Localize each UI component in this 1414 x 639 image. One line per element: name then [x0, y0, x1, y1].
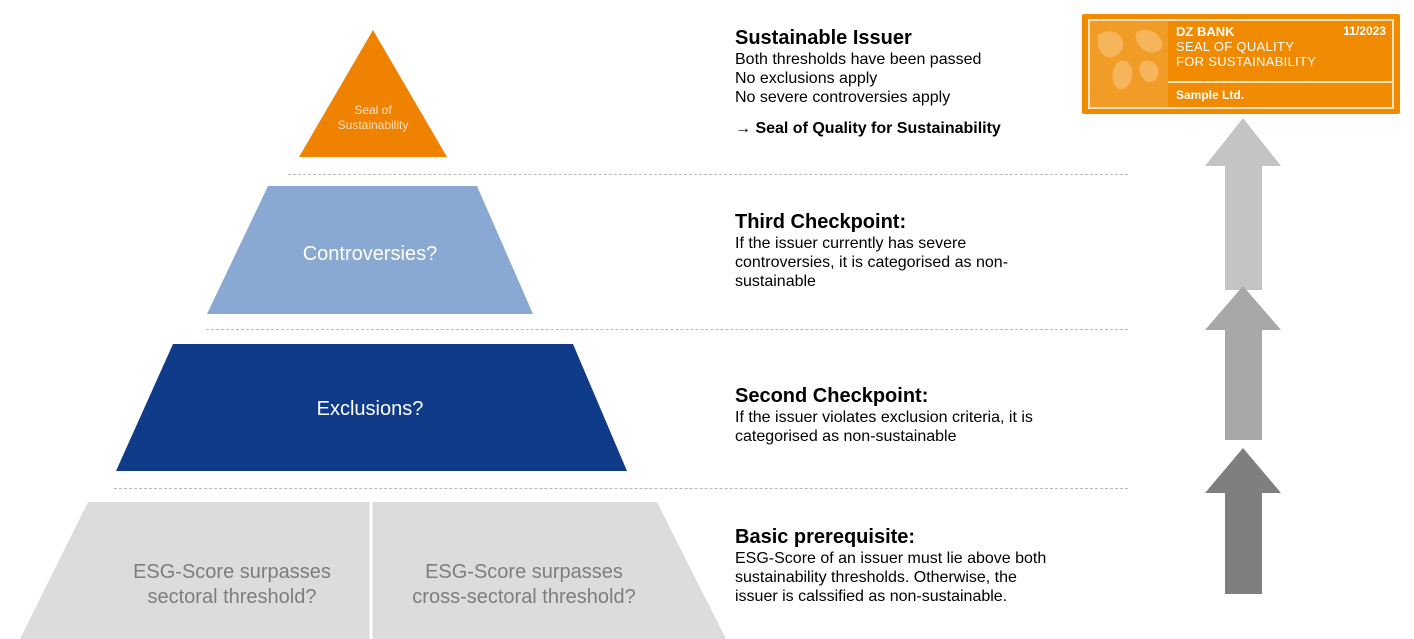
third-checkpoint-heading: Third Checkpoint: [735, 211, 907, 233]
sustainable-line-2: No exclusions apply [735, 70, 878, 87]
sustainable-issuer-heading: Sustainable Issuer [735, 27, 912, 49]
seal-badge: DZ BANK 11/2023 SEAL OF QUALITY FOR SUST… [1082, 14, 1400, 114]
third-line-2: controversies, it is categorised as non- [735, 254, 1009, 271]
seal-title-2: FOR SUSTAINABILITY [1176, 54, 1317, 69]
seal-separator [1168, 81, 1392, 83]
third-line-3: sustainable [735, 273, 816, 290]
basic-prerequisite-description: Basic prerequisite: ESG-Score of an issu… [735, 525, 1115, 606]
second-line-1: If the issuer violates exclusion criteri… [735, 409, 1033, 426]
third-checkpoint-description: Third Checkpoint: If the issuer currentl… [735, 210, 1095, 291]
seal-tier-label-line1: Seal of [354, 103, 392, 117]
seal-date: 11/2023 [1343, 24, 1386, 38]
divider-3 [114, 488, 1128, 489]
second-line-2: categorised as non-sustainable [735, 428, 957, 445]
arrow-bottom [1205, 448, 1281, 594]
seal-title-1: SEAL OF QUALITY [1176, 39, 1295, 54]
base-tier [20, 502, 726, 639]
second-checkpoint-heading: Second Checkpoint: [735, 385, 929, 407]
third-line-1: If the issuer currently has severe [735, 235, 967, 252]
seal-tier-label: Seal of Sustainability [318, 103, 428, 133]
basic-prerequisite-heading: Basic prerequisite: [735, 526, 916, 548]
sustainable-issuer-description: Sustainable Issuer Both thresholds have … [735, 26, 1095, 138]
basic-line-1: ESG-Score of an issuer must lie above bo… [735, 550, 1047, 567]
world-map-icon [1090, 21, 1168, 107]
exclusions-tier [116, 344, 627, 471]
second-checkpoint-description: Second Checkpoint: If the issuer violate… [735, 384, 1115, 446]
sustainable-line-1: Both thresholds have been passed [735, 51, 982, 68]
sustainable-result: → Seal of Quality for Sustainability [735, 120, 1001, 137]
base-left-line1: ESG-Score surpasses [133, 561, 331, 583]
sustainable-line-3: No severe controversies apply [735, 89, 951, 106]
controversies-tier-label: Controversies? [302, 243, 438, 265]
seal-frame: DZ BANK 11/2023 SEAL OF QUALITY FOR SUST… [1088, 19, 1394, 109]
exclusions-tier-label: Exclusions? [316, 398, 424, 420]
seal-bank: DZ BANK [1176, 24, 1235, 39]
base-left-line2: sectoral threshold? [147, 586, 317, 608]
basic-line-2: sustainability thresholds. Otherwise, th… [735, 569, 1017, 586]
base-right-line1: ESG-Score surpasses [425, 561, 623, 583]
seal-company: Sample Ltd. [1176, 88, 1245, 102]
divider-2 [206, 329, 1128, 330]
base-right-label: ESG-Score surpasses cross-sectoral thres… [374, 560, 674, 610]
base-right-line2: cross-sectoral threshold? [412, 586, 636, 608]
arrow-top [1205, 118, 1281, 290]
seal-tier-label-line2: Sustainability [337, 118, 409, 132]
controversies-tier [207, 186, 533, 314]
seal-tier [299, 30, 447, 157]
divider-1 [288, 174, 1128, 175]
base-left-label: ESG-Score surpasses sectoral threshold? [96, 560, 368, 610]
basic-line-3: issuer is calssified as non-sustainable. [735, 588, 1008, 605]
arrow-mid [1205, 286, 1281, 440]
